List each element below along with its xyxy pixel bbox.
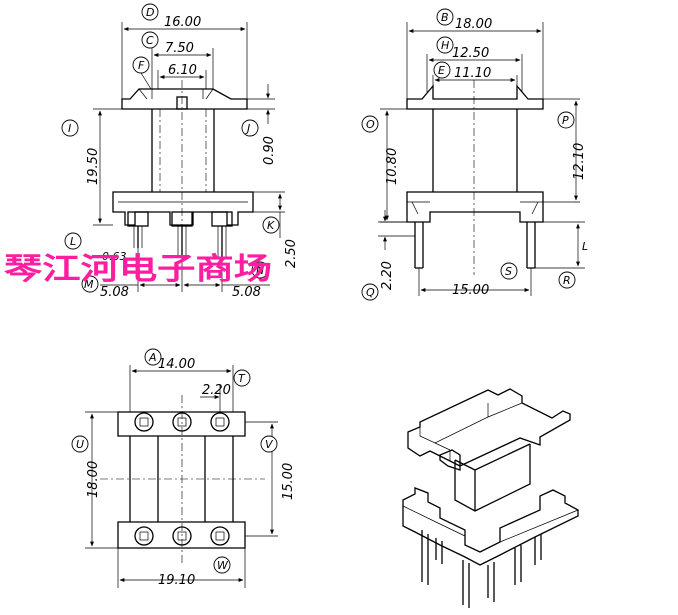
label-P: P [562,114,569,127]
label-S: S [505,265,512,278]
front-top-flange [121,88,248,110]
top-pin-row-upper [134,412,230,432]
dim-O-value: 10.80 [385,148,400,185]
label-F: F [138,59,145,72]
dim-U-value: 18.00 [86,461,101,498]
label-L-side: L [582,240,588,253]
top-view: 14.00 A 2.20 T 18.00 U 15.00 V 19.10 W [71,348,296,588]
iso-core [454,443,531,512]
side-pins [414,222,536,269]
label-T: T [238,372,246,385]
dim-T-value: 2.20 [202,383,231,398]
dim-C-value: 7.50 [165,41,194,56]
top-outline-upper [117,411,246,437]
isometric-view [402,388,579,608]
dim-D-value: 16.00 [164,15,201,30]
dim-K-value: 2.50 [284,239,299,268]
label-N: N [256,264,264,277]
label-W: W [217,559,229,572]
label-V: V [265,438,274,451]
dim-pitch-right-value: 5.08 [232,285,261,300]
label-R: R [563,274,571,287]
dim-pitch-left-value: 5.08 [100,285,129,300]
label-D: D [146,6,154,19]
top-pin-row-lower [134,526,230,546]
dim-I-value: 19.50 [86,148,101,185]
dim-S-value: 15.00 [452,283,489,298]
label-O: O [366,118,375,131]
front-view: 16.00 D 7.50 C 6.10 F 19.50 I 0.90 J 2.5… [61,3,299,300]
label-L: L [70,235,76,248]
dim-V-value: 15.00 [281,463,296,500]
front-core [151,109,215,192]
side-bottom-flange [406,191,544,223]
label-E: E [438,64,445,77]
label-U: U [76,438,84,451]
top-outline-lower [117,521,246,549]
label-J: J [245,122,250,135]
label-C: C [146,34,154,47]
label-H: H [441,39,449,52]
label-M: M [84,278,94,291]
label-K: K [267,219,275,232]
dim-Q-value: 2.20 [380,261,395,290]
dim-W-value: 19.10 [158,573,195,588]
iso-top-flange [407,388,571,467]
side-top-flange [406,84,544,110]
label-Q: Q [366,286,375,299]
dim-A-value: 14.00 [158,357,195,372]
dim-F-value: 6.10 [168,63,197,78]
front-bottom-flange [112,191,254,226]
front-pins [127,211,233,258]
dim-J-value: 0.90 [262,136,277,165]
iso-bottom-flange [402,487,579,566]
label-I: I [68,122,71,135]
iso-pins [421,530,542,608]
dim-E-value: 11.10 [454,66,491,81]
dim-partial-value: 0.63 [102,250,127,263]
dim-H-value: 12.50 [452,46,489,61]
watermark-text: 琴江河电子商场 [4,252,272,287]
dim-B-value: 18.00 [455,17,492,32]
dim-P-value: 12.10 [572,143,587,180]
label-B: B [441,11,449,24]
label-A: A [148,351,157,364]
side-view: 18.00 B 12.50 H 11.10 E 10.80 O 12.10 P … [361,8,588,301]
